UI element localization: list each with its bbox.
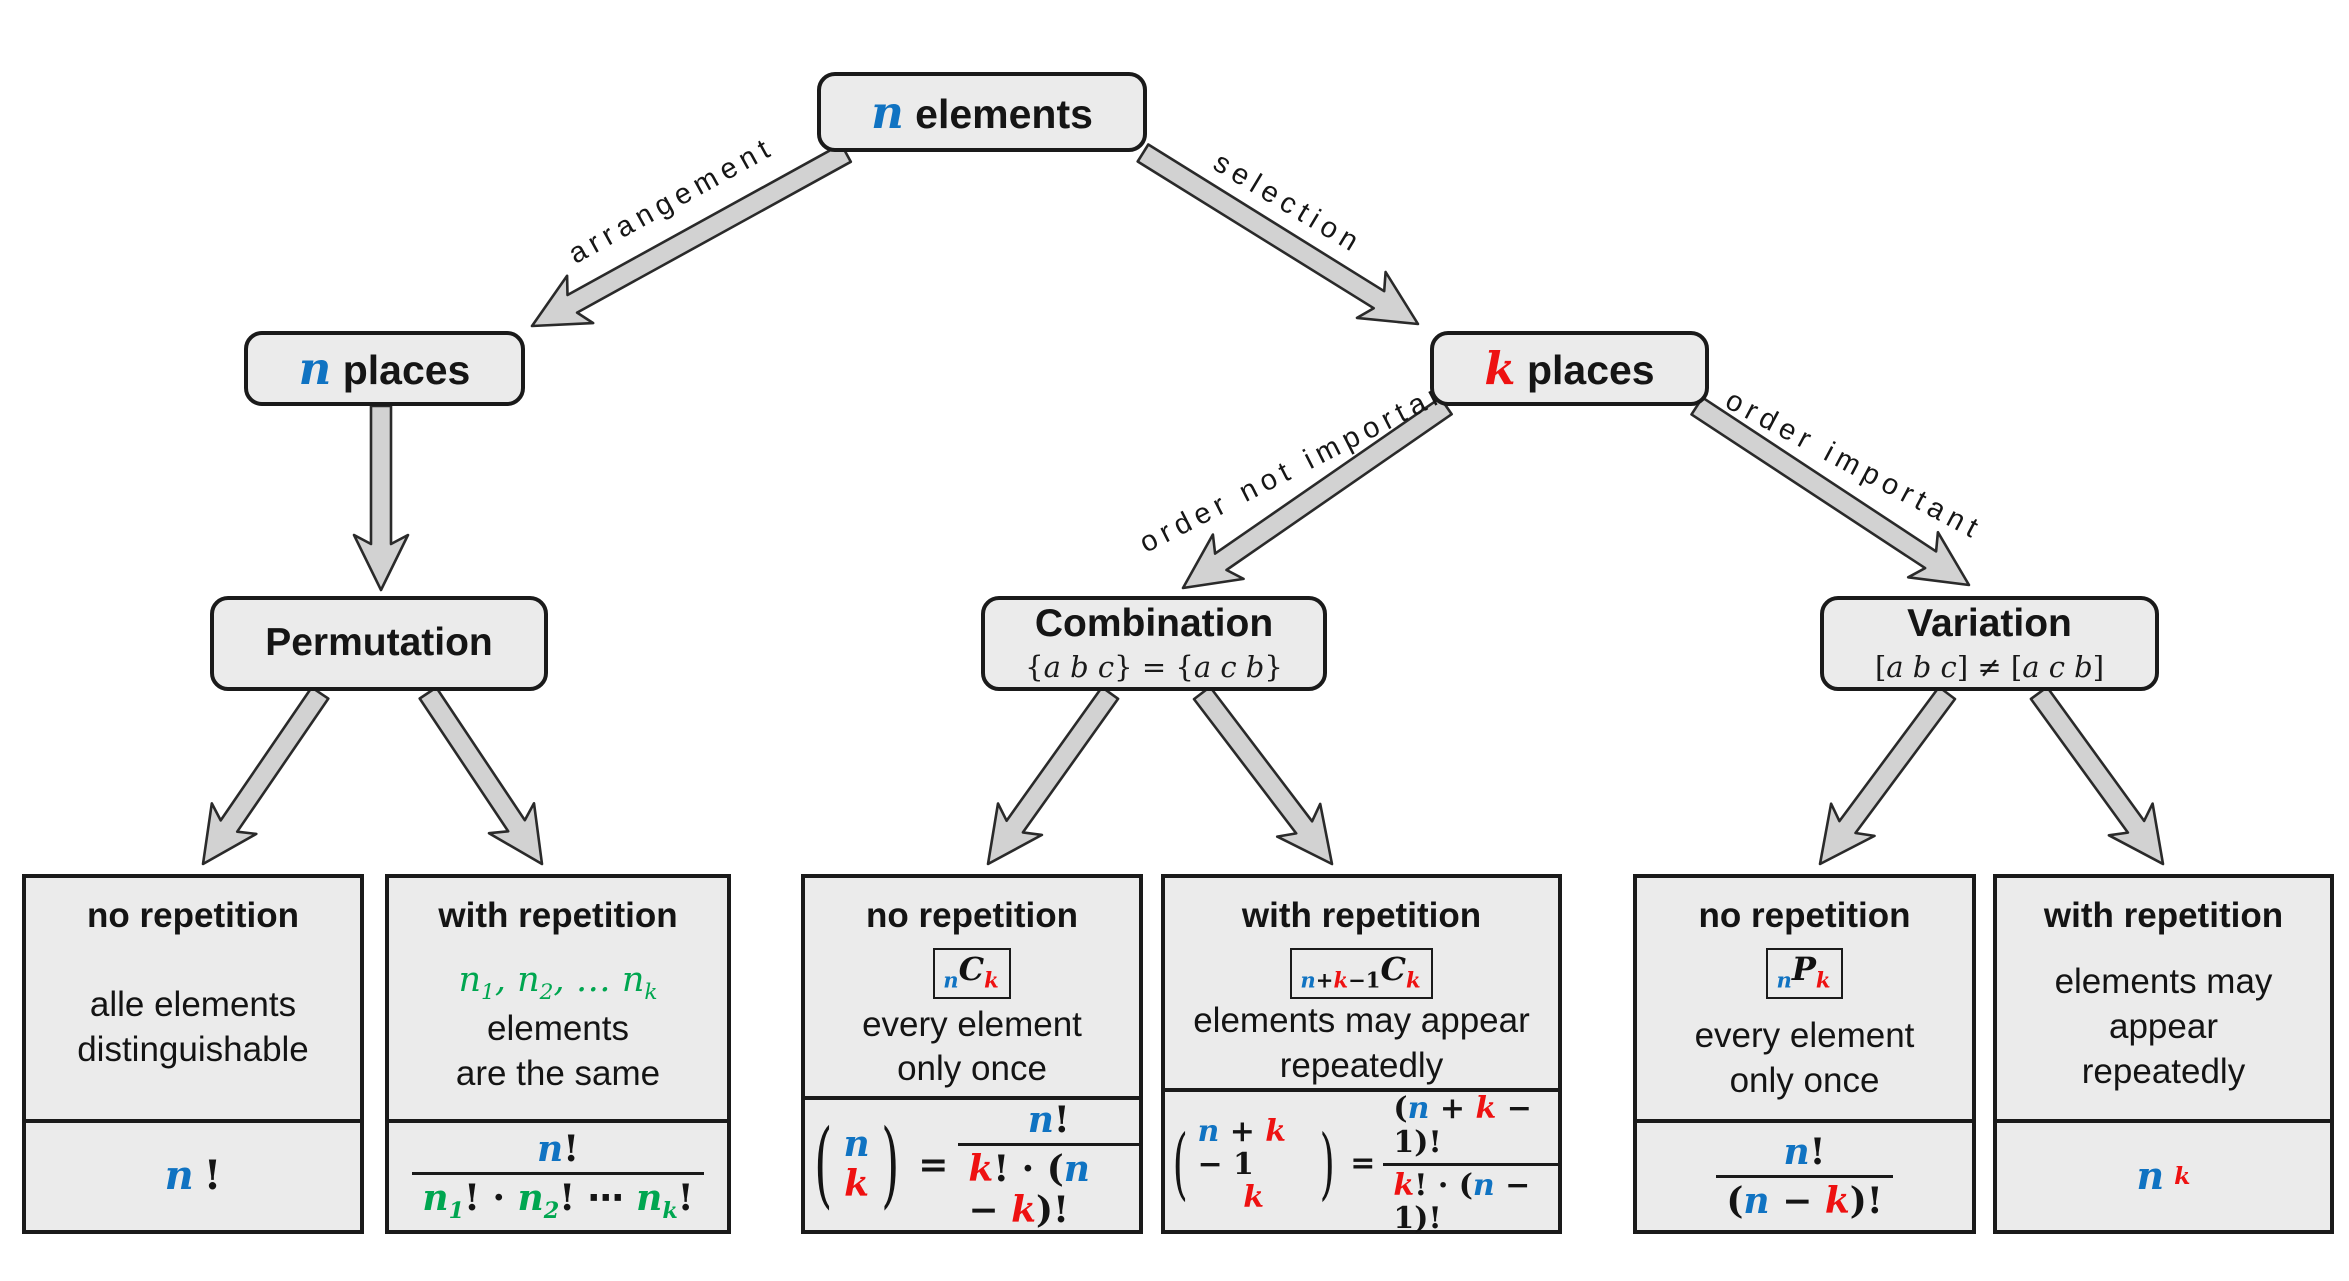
arrow-variation-to-with-rep bbox=[2029, 685, 2165, 866]
leaf-title: no repetition bbox=[87, 896, 299, 935]
node-permutation: Permutation bbox=[210, 596, 548, 691]
leaf-combination-with-repetition: with repetition n+k−1Ck elements may app… bbox=[1161, 874, 1562, 1235]
leaf-description: every element only once bbox=[1694, 1016, 1915, 1100]
leaf-description: n1, n2, … nk elements are the same bbox=[455, 960, 661, 1093]
node-permutation-title: Permutation bbox=[265, 621, 493, 665]
arrow-k-places-to-variation bbox=[1690, 396, 1971, 587]
node-n-elements-label: n elements bbox=[871, 85, 1093, 139]
leaf-description: elements may appear repeatedly bbox=[2054, 962, 2273, 1091]
node-combination: Combination {a b c} = {a c b} bbox=[981, 596, 1327, 691]
formula-badge-nPk: nPk bbox=[1766, 948, 1843, 999]
node-variation-title: Variation bbox=[1907, 602, 2072, 646]
arrow-variation-to-no-rep bbox=[1818, 685, 1957, 866]
leaf-variation-no-repetition: no repetition nPk every element only onc… bbox=[1633, 874, 1976, 1234]
arrow-root-to-k-places bbox=[1136, 143, 1420, 326]
node-combination-example: {a b c} = {a c b} bbox=[1025, 649, 1283, 684]
arrow-k-places-to-combination bbox=[1181, 396, 1453, 590]
node-k-places-label: k places bbox=[1484, 342, 1655, 395]
node-n-places-label: n places bbox=[298, 342, 471, 395]
leaf-formula: n! (n − k)! bbox=[1637, 1119, 1972, 1230]
arrow-permutation-to-no-rep bbox=[201, 686, 330, 866]
node-variation-example: [a b c] ≠ [a c b] bbox=[1874, 649, 2105, 684]
leaf-permutation-no-repetition: no repetition alle elements distinguisha… bbox=[22, 874, 364, 1234]
leaf-title: with repetition bbox=[438, 896, 678, 935]
leaf-formula: n! n1! · n2! ⋯ nk! bbox=[389, 1119, 727, 1230]
formula-badge-nCk: nCk bbox=[933, 948, 1011, 999]
leaf-title: no repetition bbox=[866, 896, 1078, 935]
leaf-description: alle elements distinguishable bbox=[77, 984, 309, 1069]
leaf-title: no repetition bbox=[1698, 896, 1911, 935]
arrow-permutation-to-with-rep bbox=[418, 686, 544, 866]
leaf-title: with repetition bbox=[2043, 896, 2284, 935]
arrow-root-to-n-places bbox=[530, 142, 853, 328]
arrow-combination-to-no-rep bbox=[986, 685, 1120, 866]
leaf-formula: ( n + k − 1 k ) = (n + k − 1)! k! · (n −… bbox=[1165, 1088, 1558, 1235]
leaf-formula: ( n k ) = n! k! · (n − k)! bbox=[805, 1096, 1139, 1230]
leaf-permutation-with-repetition: with repetition n1, n2, … nk elements ar… bbox=[385, 874, 731, 1234]
formula-badge-n-plus-k-minus-1-Ck: n+k−1Ck bbox=[1290, 948, 1433, 999]
leaf-combination-no-repetition: no repetition nCk every element only onc… bbox=[801, 874, 1143, 1234]
node-k-places: k places bbox=[1430, 331, 1709, 406]
node-n-elements: n elements bbox=[817, 72, 1147, 152]
leaf-title: with repetition bbox=[1241, 896, 1482, 935]
leaf-description: elements may appear repeatedly bbox=[1193, 1000, 1530, 1085]
leaf-description: every element only once bbox=[862, 1004, 1082, 1089]
leaf-formula: n! bbox=[26, 1119, 360, 1230]
node-n-places: n places bbox=[244, 331, 525, 406]
node-combination-title: Combination bbox=[1034, 602, 1274, 646]
arrow-n-places-to-permutation bbox=[352, 404, 410, 592]
leaf-variation-with-repetition: with repetition elements may appear repe… bbox=[1993, 874, 2334, 1234]
arrow-combination-to-with-rep bbox=[1192, 685, 1334, 866]
node-variation: Variation [a b c] ≠ [a c b] bbox=[1820, 596, 2159, 691]
